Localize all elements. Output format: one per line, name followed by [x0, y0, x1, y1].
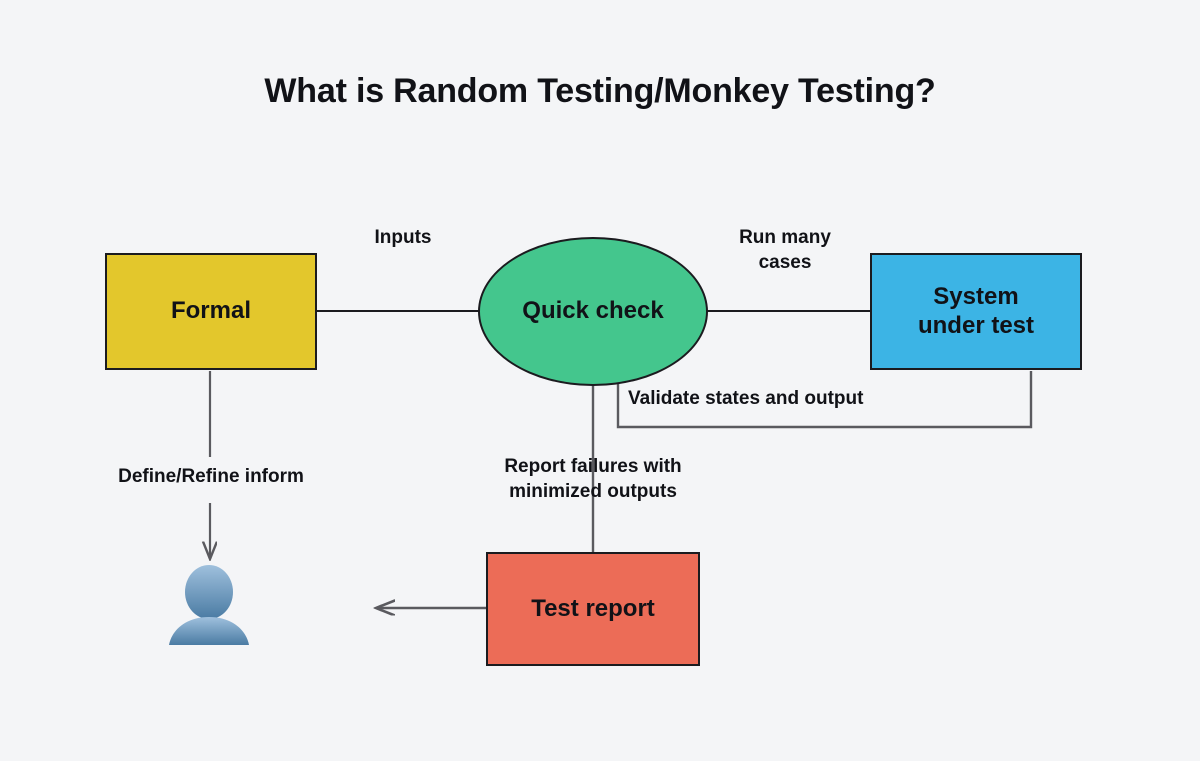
node-system-under-test-label: System under test	[917, 283, 1034, 339]
edge-label-define-refine-inform: Define/Refine inform	[118, 466, 304, 487]
node-formal[interactable]: Formal	[105, 253, 317, 370]
person-avatar-icon	[169, 565, 249, 645]
edge-label-validate-states-and-output: Validate states and output	[628, 388, 864, 409]
edge-label-inputs: Inputs	[374, 227, 432, 248]
node-system-under-test[interactable]: System under test	[870, 253, 1082, 370]
node-test-report[interactable]: Test report	[486, 552, 700, 666]
node-quick-check[interactable]: Quick check	[478, 237, 708, 386]
edge-label-report-failures: Report failures with minimized outputs	[504, 456, 682, 503]
edge-system-to-quickcheck	[616, 371, 1033, 429]
node-formal-label: Formal	[170, 297, 251, 325]
node-quick-check-label: Quick check	[522, 297, 664, 325]
page-title: What is Random Testing/Monkey Testing?	[264, 72, 936, 110]
edge-label-run-many-cases: Run many cases	[739, 227, 831, 274]
node-test-report-label: Test report	[531, 594, 655, 622]
